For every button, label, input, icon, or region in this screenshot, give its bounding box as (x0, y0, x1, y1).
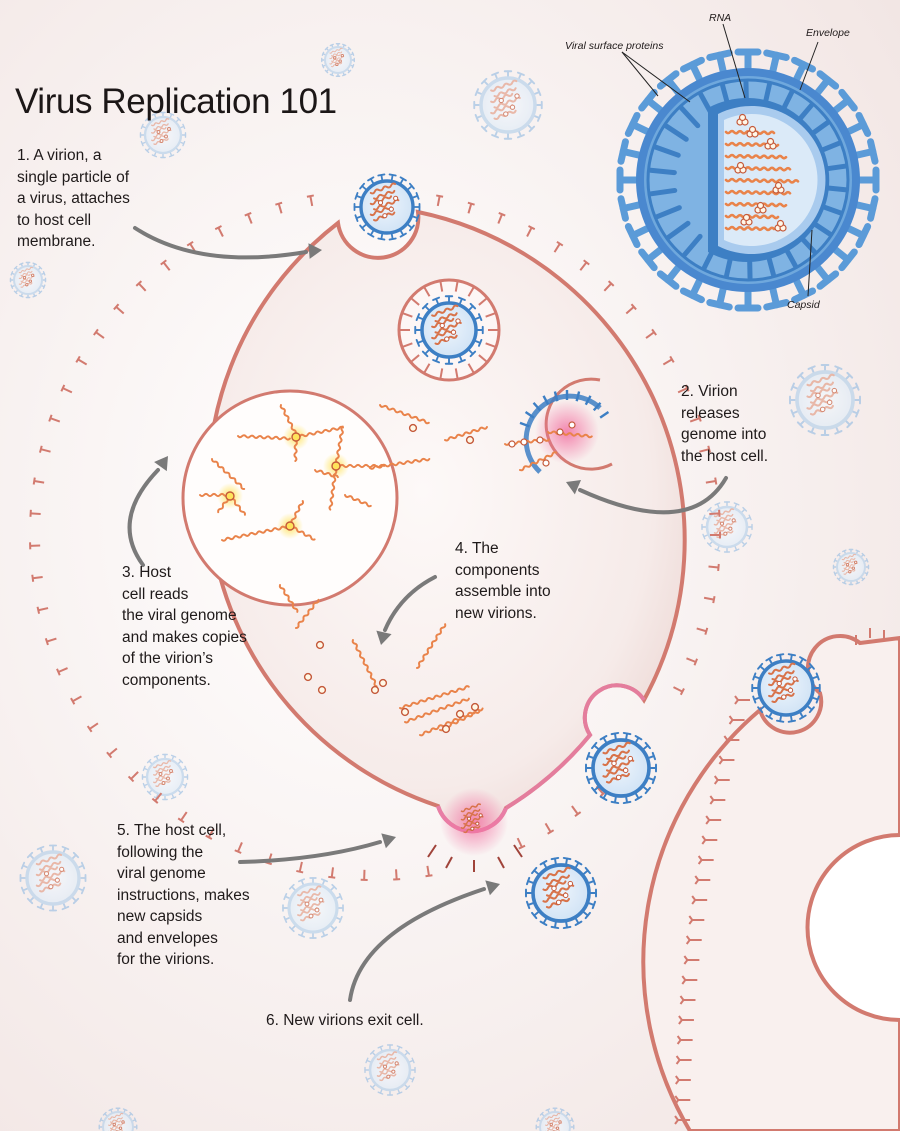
releasing-virion (504, 377, 613, 474)
virion (282, 877, 344, 939)
virion (832, 548, 870, 586)
step-3-text: 3. Host cell reads the viral genome and … (122, 564, 247, 689)
virion (321, 43, 355, 77)
virion (701, 501, 753, 553)
virion (585, 731, 657, 805)
virion (460, 803, 484, 834)
process-arrows (127, 226, 728, 1002)
step-2-text: 2. Virion releases genome into the host … (681, 383, 769, 465)
replicating-genome (199, 404, 385, 542)
rna-label: RNA (709, 12, 732, 24)
virion-particles (353, 173, 821, 930)
step-6-text: 6. New virions exit cell. (266, 1012, 424, 1029)
nucleus (181, 389, 399, 607)
virion (364, 1044, 416, 1096)
virion-cross-section (616, 48, 880, 312)
virion (789, 364, 861, 436)
virion (473, 70, 543, 140)
background-virions (9, 43, 870, 1131)
step-1-text: 1. A virion, a single particle of a viru… (17, 147, 130, 250)
virion (535, 1107, 575, 1131)
step-5-text: 5. The host cell, following the viral ge… (117, 822, 250, 968)
cytoplasm-rna (278, 404, 488, 737)
virion (98, 1107, 138, 1131)
virion (9, 261, 47, 299)
label-pointers (621, 23, 819, 297)
capsid-label: Capsid (787, 299, 820, 311)
virion (751, 653, 821, 723)
virion (19, 844, 87, 912)
virion (414, 295, 484, 365)
surface-proteins-label: Viral surface proteins (565, 40, 664, 52)
virion (141, 753, 189, 801)
virion (353, 173, 421, 241)
page-title: Virus Replication 101 (15, 82, 337, 121)
membrane-receptors (29, 194, 721, 881)
virion (139, 111, 187, 159)
budding-glow (440, 788, 508, 856)
envelope-label: Envelope (806, 27, 850, 39)
virion (525, 856, 597, 930)
neighbor-host-cell (641, 628, 900, 1131)
endosome-virion (397, 278, 501, 382)
step-4-text: 4. The components assemble into new viri… (455, 540, 551, 622)
